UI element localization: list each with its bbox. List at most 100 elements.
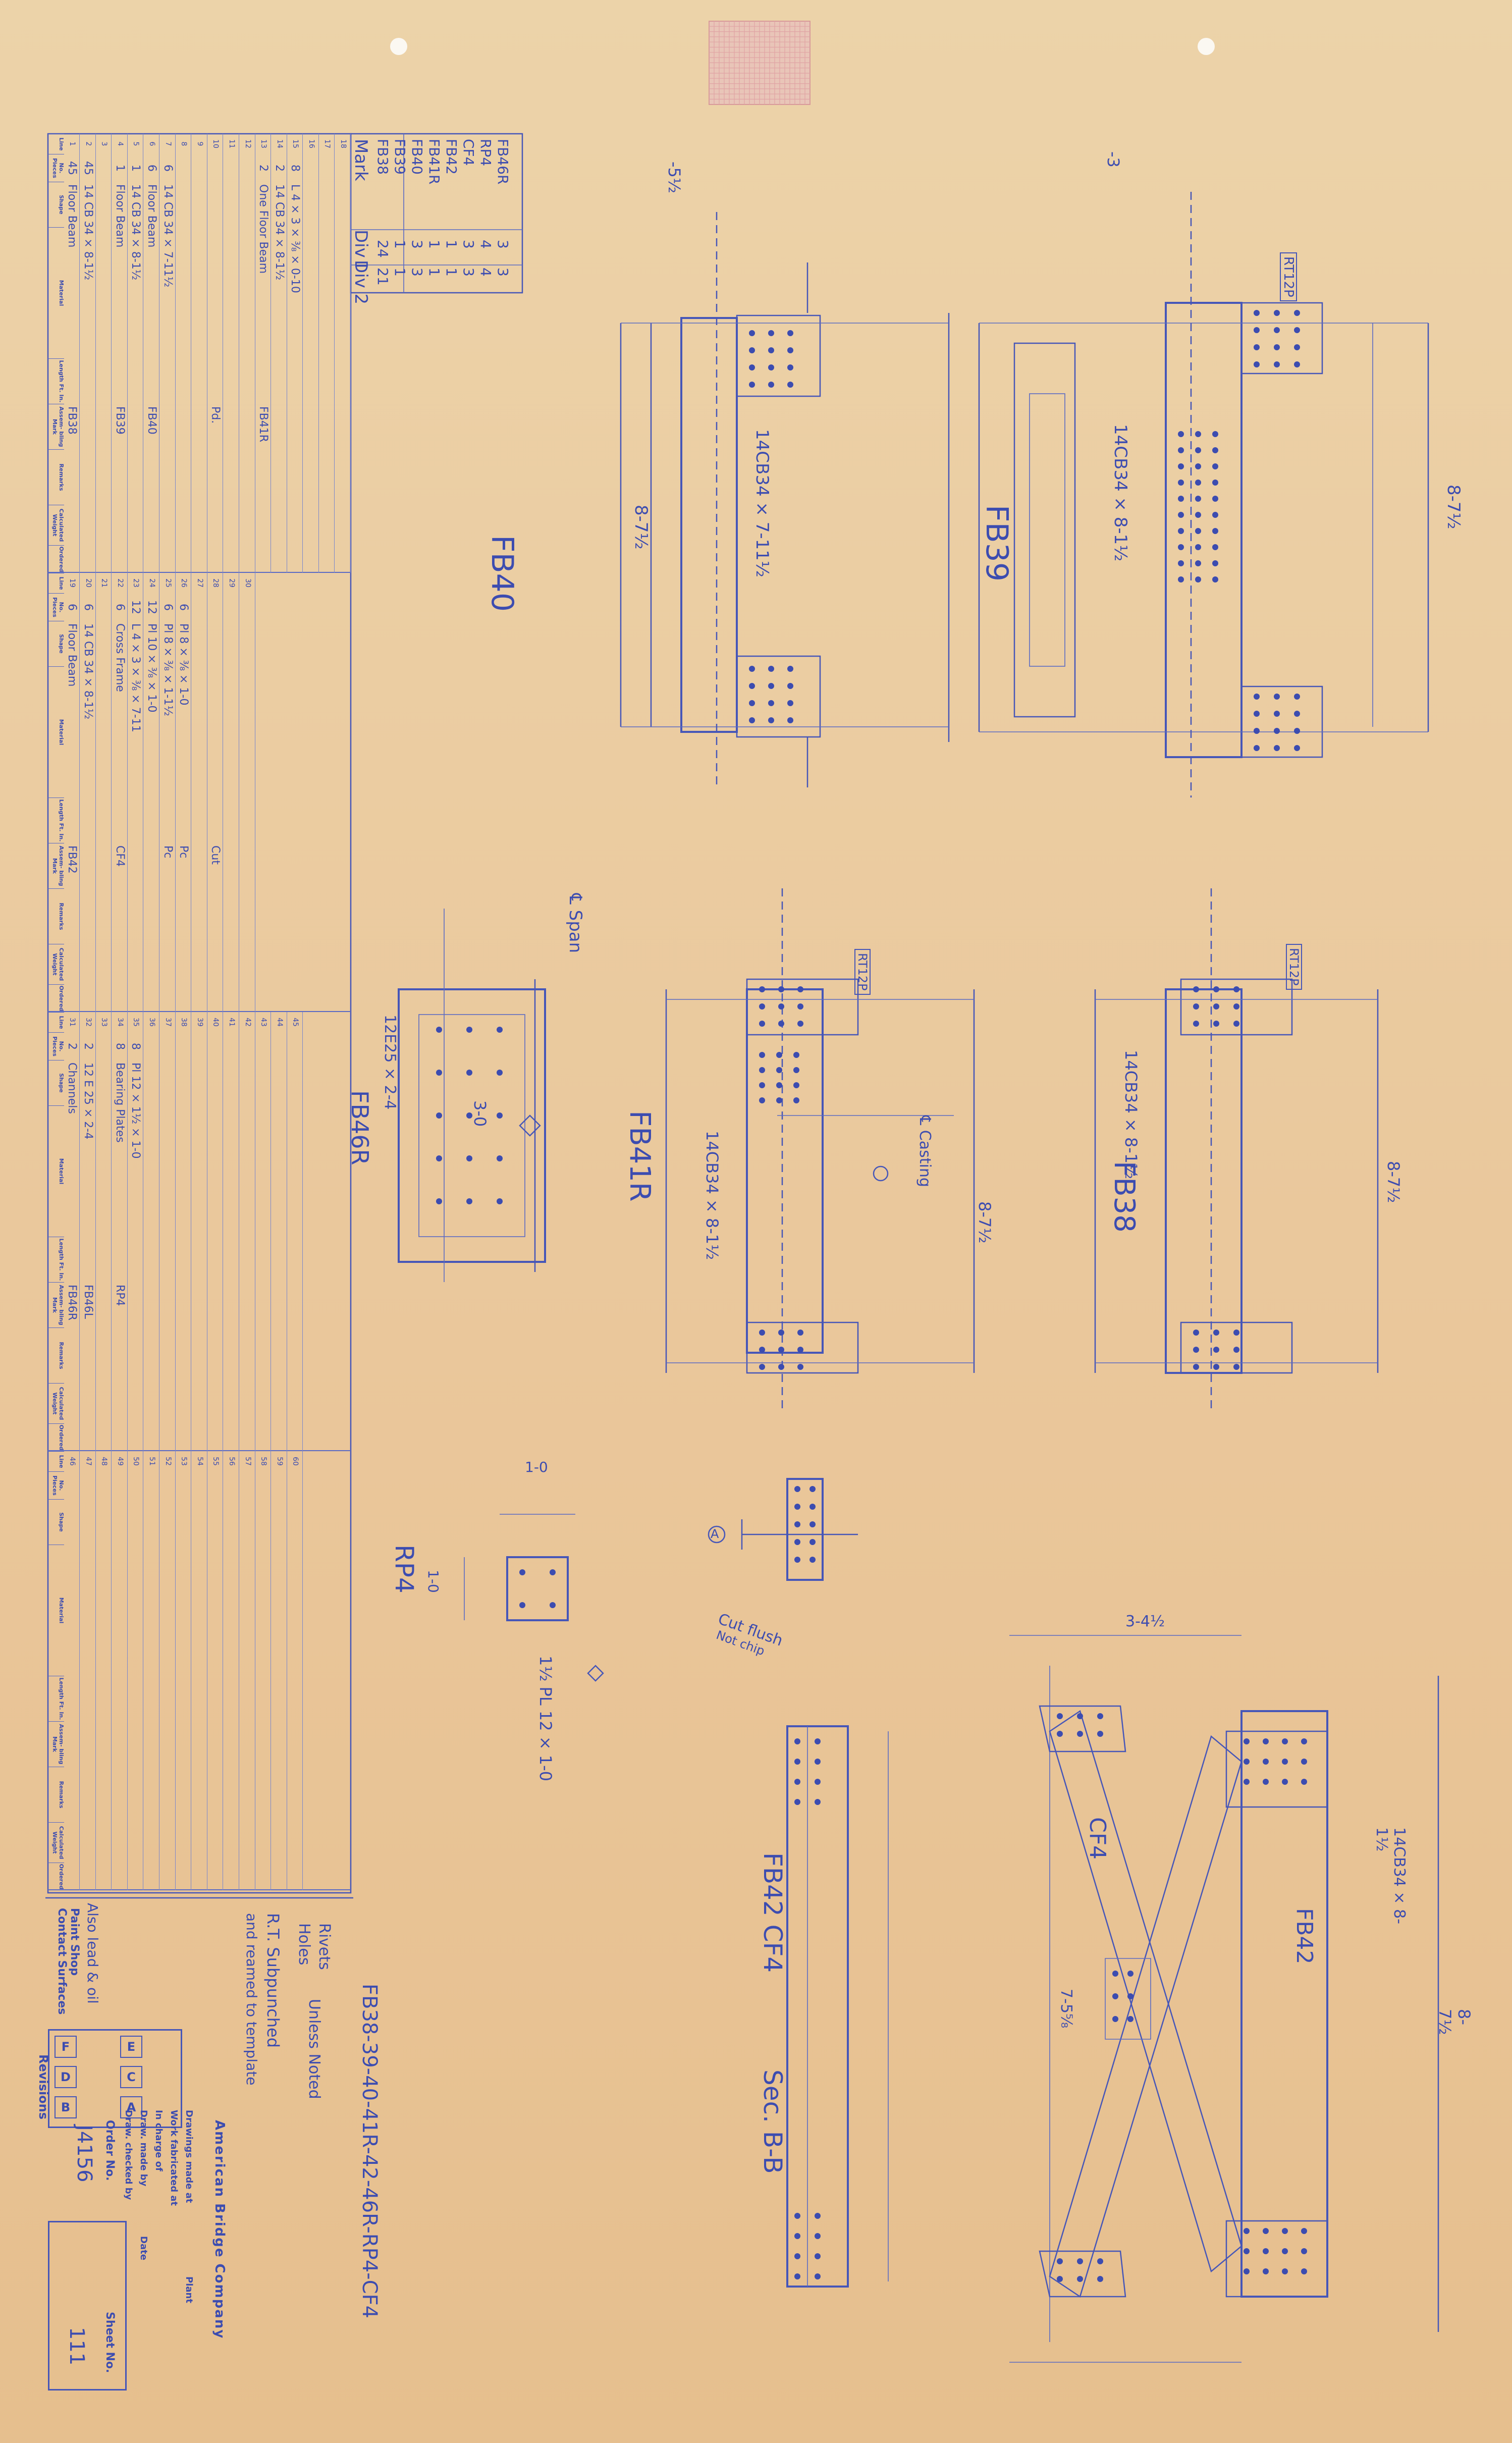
bill-material <box>239 1063 255 1280</box>
rivet-hole <box>1213 1330 1219 1336</box>
rivet-hole <box>1294 694 1300 700</box>
rivet-hole <box>1254 310 1260 316</box>
bill-assembly-mark <box>239 406 255 449</box>
rivet-hole <box>1193 986 1199 992</box>
bill-header-pieces: No. Pieces <box>48 593 64 621</box>
bill-line-no: 20 <box>84 578 92 588</box>
bill-line-no: 32 <box>84 1018 92 1027</box>
revision-letter: A <box>120 2096 142 2118</box>
bill-material <box>239 184 255 401</box>
table-row <box>95 1451 112 1890</box>
rivet-hole <box>1178 463 1184 469</box>
rivet-hole <box>815 2273 821 2279</box>
table-row <box>64 1451 80 1890</box>
bill-line-no: 27 <box>195 578 204 588</box>
bill-pieces <box>96 594 112 620</box>
bill-pieces: 45 <box>81 161 94 175</box>
rivet-hole <box>1274 344 1280 350</box>
bill-material: Floor Beam <box>145 184 158 248</box>
rivet-hole <box>1127 1971 1133 1977</box>
bill-line-no: 51 <box>148 1457 156 1466</box>
fb39-section-label: 14CB34 × 8-1½ <box>1110 424 1130 562</box>
bill-line-no: 34 <box>116 1018 124 1027</box>
rivet-hole <box>1263 2268 1269 2274</box>
bill-header-ordered: Ordered <box>48 545 64 573</box>
fb38-view <box>1094 888 1379 1413</box>
rivet-hole <box>1097 2258 1103 2264</box>
mark-table-cell: 1 <box>443 268 460 277</box>
bill-line-no: 43 <box>259 1018 268 1027</box>
fb40-label: FB40 <box>484 535 520 612</box>
bill-line-no: 13 <box>259 139 268 148</box>
rivet-hole <box>466 1198 472 1204</box>
rivet-hole <box>768 683 774 689</box>
rivet-hole <box>1213 986 1219 992</box>
fb41r-casting-note: ℄ Casting <box>916 1116 934 1187</box>
bill-header-assembly_mark: Assem- bling Mark <box>48 1721 64 1767</box>
bill-assembly-mark <box>239 845 255 888</box>
bill-material <box>191 1063 207 1280</box>
rivet-hole <box>1274 745 1280 751</box>
sheet-number: 111 <box>65 2327 88 2366</box>
rivet-hole <box>797 1003 803 1010</box>
rivet-hole <box>1263 1738 1269 1744</box>
bill-assembly-mark <box>176 406 192 449</box>
bill-material <box>176 184 192 401</box>
bill-assembly-mark <box>176 1285 192 1327</box>
rivet-hole <box>1233 986 1239 992</box>
bill-material <box>319 184 335 401</box>
paint-label: Paint Shop Contact Surfaces <box>56 1908 81 2015</box>
bill-material: Pl 8 × ⅜ × 1-1½ <box>161 623 174 716</box>
rivet-hole <box>1233 1347 1239 1353</box>
cf4-view <box>1009 1635 1439 2363</box>
bill-assembly-mark <box>128 1285 144 1327</box>
rivet-hole <box>1294 728 1300 734</box>
bill-line-no: 37 <box>164 1018 172 1027</box>
rivet-hole <box>759 1364 765 1370</box>
bill-pieces <box>239 155 255 181</box>
bill-line-no: 57 <box>243 1457 252 1466</box>
mark-table-cell: 4 <box>477 240 494 249</box>
bill-line-no: 19 <box>68 578 77 588</box>
table-row <box>191 1451 207 1890</box>
rivet-hole <box>787 683 793 689</box>
table-row <box>207 1451 224 1890</box>
bill-assembly-mark <box>207 1285 224 1327</box>
rivet-hole <box>1233 1003 1239 1010</box>
rivet-hole <box>794 1799 800 1805</box>
rivet-hole <box>749 330 755 336</box>
rivet-hole <box>436 1070 442 1076</box>
bill-pieces <box>207 155 224 181</box>
bill-assembly-mark <box>287 406 303 449</box>
bill-header-shape: Shape <box>48 182 64 227</box>
bill-material: Floor Beam <box>113 184 126 248</box>
bill-pieces: 6 <box>113 604 126 611</box>
rivet-hole <box>1212 512 1218 518</box>
bill-assembly-mark <box>335 406 351 449</box>
rivet-hole <box>1294 310 1300 316</box>
table-row <box>239 1451 255 1890</box>
bill-assembly-mark <box>271 1285 287 1327</box>
bill-line-no: 54 <box>195 1457 204 1466</box>
bill-header-length: Length Ft. In. <box>48 798 64 843</box>
bill-material: 14 CB 34 × 8-1½ <box>273 184 286 281</box>
bill-header-assembly_mark: Assem- bling Mark <box>48 843 64 888</box>
mark-table-cell: 3 <box>460 268 477 277</box>
bill-pieces: 6 <box>177 604 190 611</box>
bill-assembly-mark <box>223 406 239 449</box>
bill-material: Floor Beam <box>66 623 79 687</box>
bill-assembly-mark <box>271 406 287 449</box>
bill-assembly-mark: FB46L <box>81 1285 94 1319</box>
reamed-note: and reamed to template <box>243 1913 260 2086</box>
punch-hole-right <box>1198 38 1215 55</box>
rivet-hole <box>1057 2258 1063 2264</box>
rivet-hole <box>759 1082 765 1088</box>
bill-pieces <box>271 1033 287 1059</box>
bill-material: L 4 × 3 × ⅜ × 7-11 <box>129 623 142 732</box>
bill-header-shape: Shape <box>48 1060 64 1105</box>
rivet-hole <box>1294 361 1300 367</box>
rivet-hole <box>1195 512 1201 518</box>
bill-pieces: 1 <box>129 165 142 172</box>
revision-letter: C <box>120 2066 142 2088</box>
bill-material <box>223 184 239 401</box>
